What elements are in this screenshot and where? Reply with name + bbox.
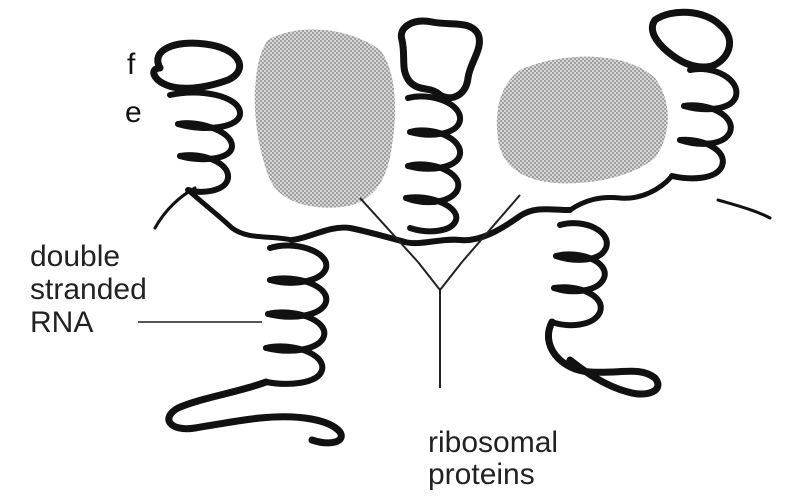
rna-strand-central-arm — [401, 21, 479, 231]
rna-strand-lower-left-arm — [169, 245, 341, 442]
ribosomal-protein-blob-right — [497, 57, 668, 184]
label-rna-line1: double — [30, 240, 120, 273]
label-rna-line3: RNA — [30, 306, 93, 339]
proteins-pointer — [360, 195, 520, 388]
rna-strand-backbone — [292, 209, 570, 243]
ribosomal-protein-blob-left — [255, 29, 395, 207]
label-proteins-line1: ribosomal — [428, 426, 558, 459]
label-rna-line2: stranded — [30, 273, 147, 306]
rna-strand-right-lower-arm — [548, 223, 657, 394]
label-proteins-line2: proteins — [428, 458, 535, 491]
